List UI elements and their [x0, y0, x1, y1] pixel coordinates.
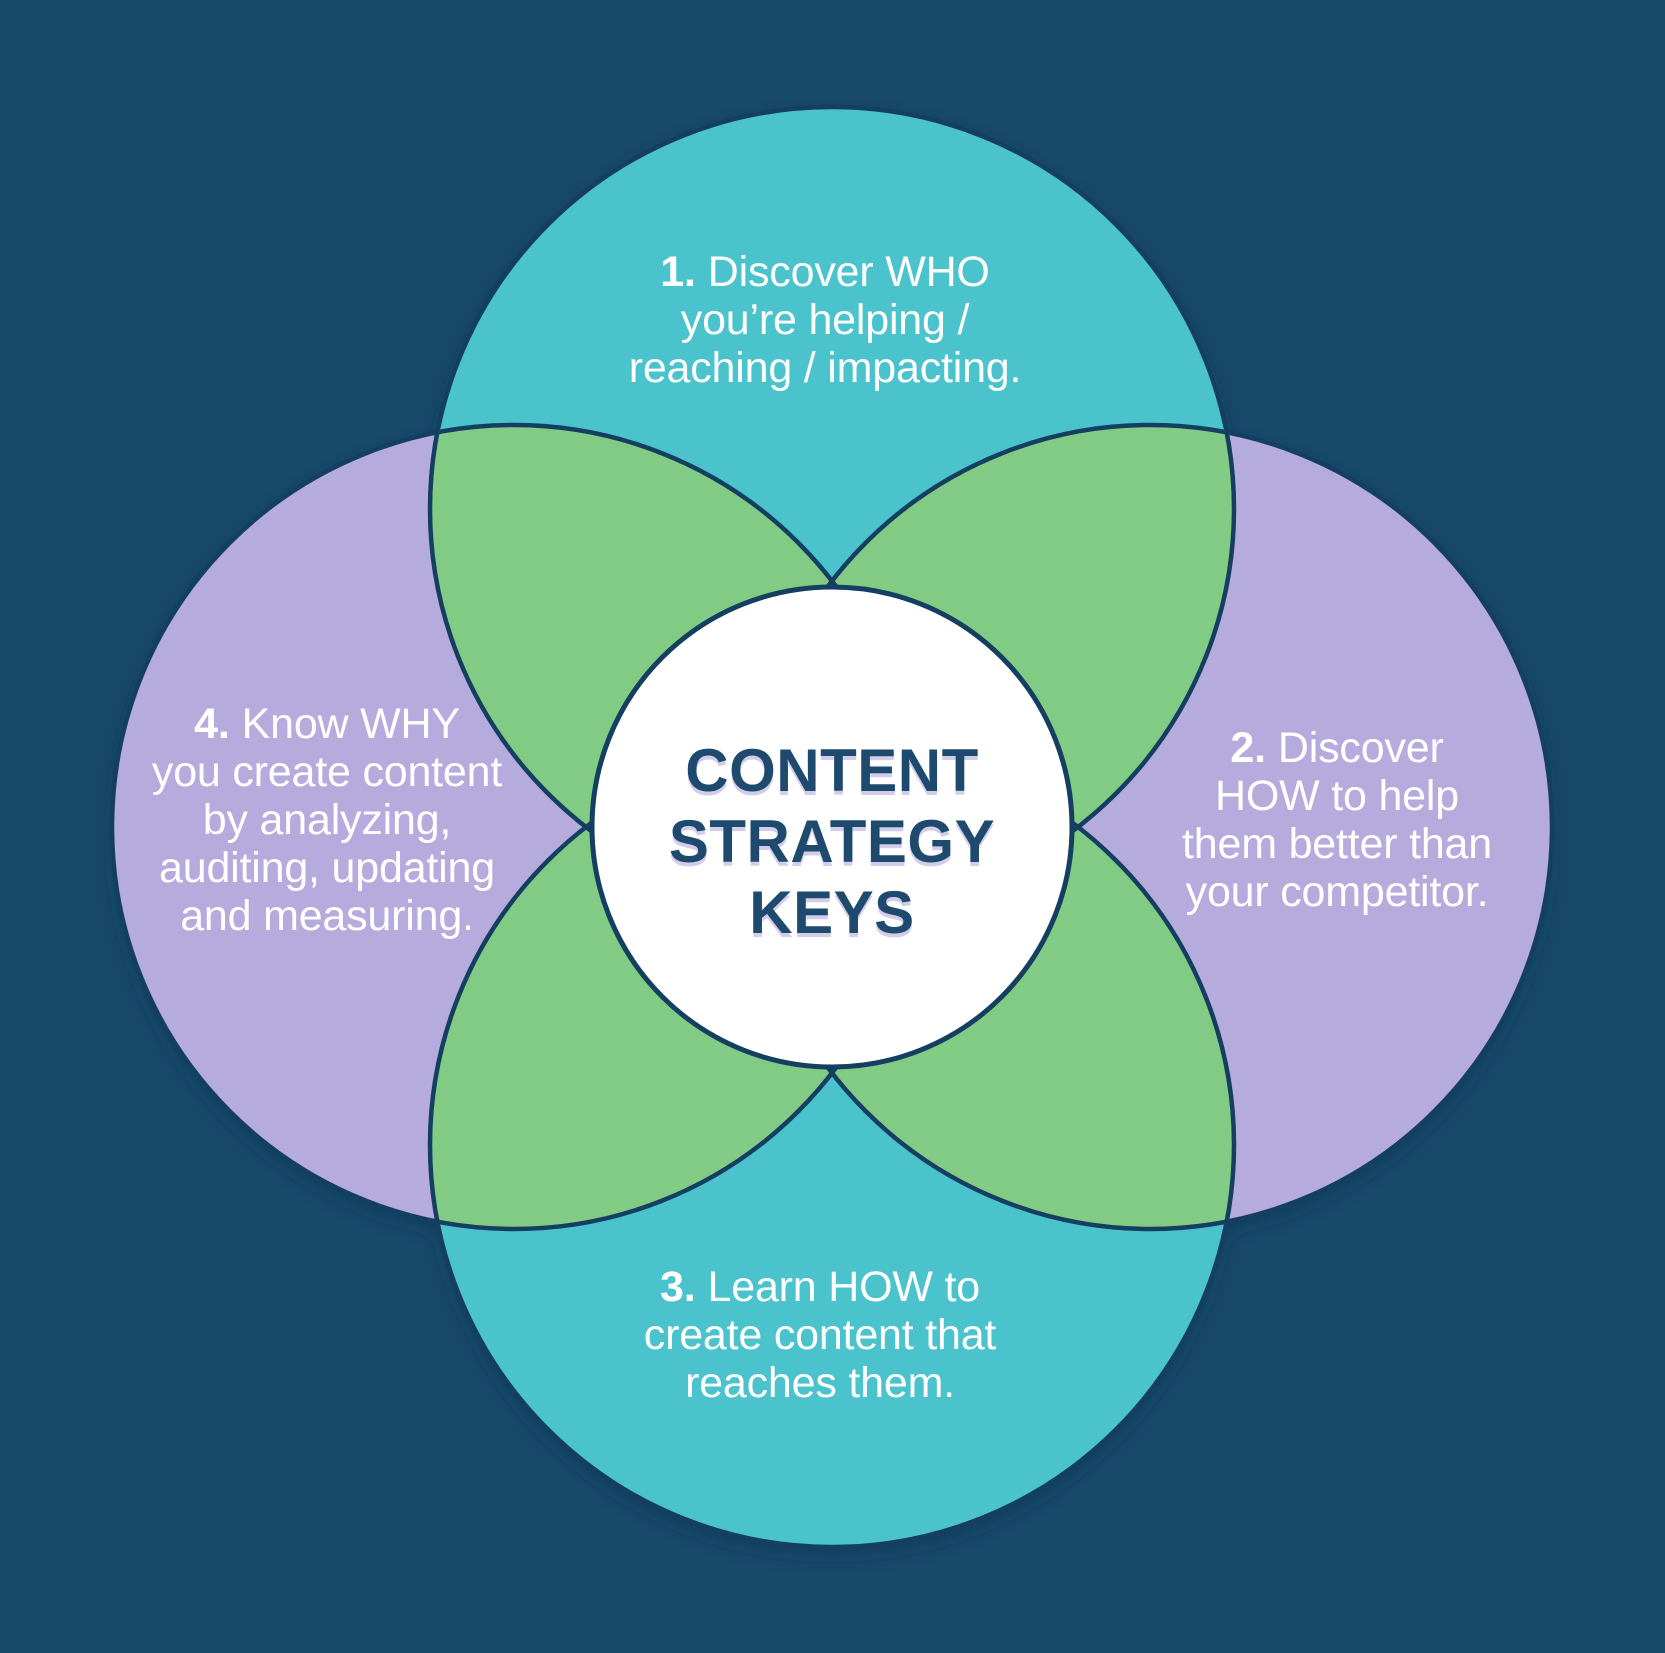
- label-line: 4.Know WHY: [87, 700, 567, 748]
- title-line: KEYS: [749, 879, 915, 946]
- title-line: STRATEGY: [668, 808, 996, 875]
- label-text: Learn HOW to: [707, 1263, 981, 1311]
- item-number: 3.: [660, 1263, 696, 1311]
- label-line: you’re helping /: [680, 296, 970, 344]
- left-circle-label: 4.Know WHY you create content by analyzi…: [87, 700, 567, 940]
- label-line: 3.Learn HOW to: [520, 1263, 1120, 1311]
- item-number: 2.: [1230, 724, 1266, 772]
- item-number: 1.: [660, 248, 696, 296]
- label-line: by analyzing,: [202, 796, 452, 844]
- label-line: create content that: [643, 1311, 997, 1359]
- label-line: reaches them.: [685, 1359, 955, 1407]
- bottom-circle-label: 3.Learn HOW to create content that reach…: [520, 1263, 1120, 1407]
- center-circle: [589, 584, 1075, 1070]
- label-line: auditing, updating: [159, 844, 495, 892]
- diagram-title: CONTENT STRATEGY KEYS: [582, 735, 1082, 948]
- title-line: CONTENT: [685, 737, 979, 804]
- label-line: 1.Discover WHO: [525, 248, 1125, 296]
- label-text: Discover: [1277, 724, 1444, 772]
- label-line: your competitor.: [1185, 868, 1489, 916]
- label-line: HOW to help: [1215, 772, 1459, 820]
- label-text: Know WHY: [241, 700, 460, 748]
- label-line: them better than: [1182, 820, 1492, 868]
- right-circle-label: 2.Discover HOW to help them better than …: [1097, 724, 1577, 916]
- label-line: and measuring.: [180, 892, 474, 940]
- label-line: you create content: [151, 748, 503, 796]
- label-line: 2.Discover: [1097, 724, 1577, 772]
- top-circle-label: 1.Discover WHO you’re helping / reaching…: [525, 248, 1125, 392]
- label-text: Discover WHO: [707, 248, 990, 296]
- item-number: 4.: [194, 700, 230, 748]
- label-line: reaching / impacting.: [628, 344, 1022, 392]
